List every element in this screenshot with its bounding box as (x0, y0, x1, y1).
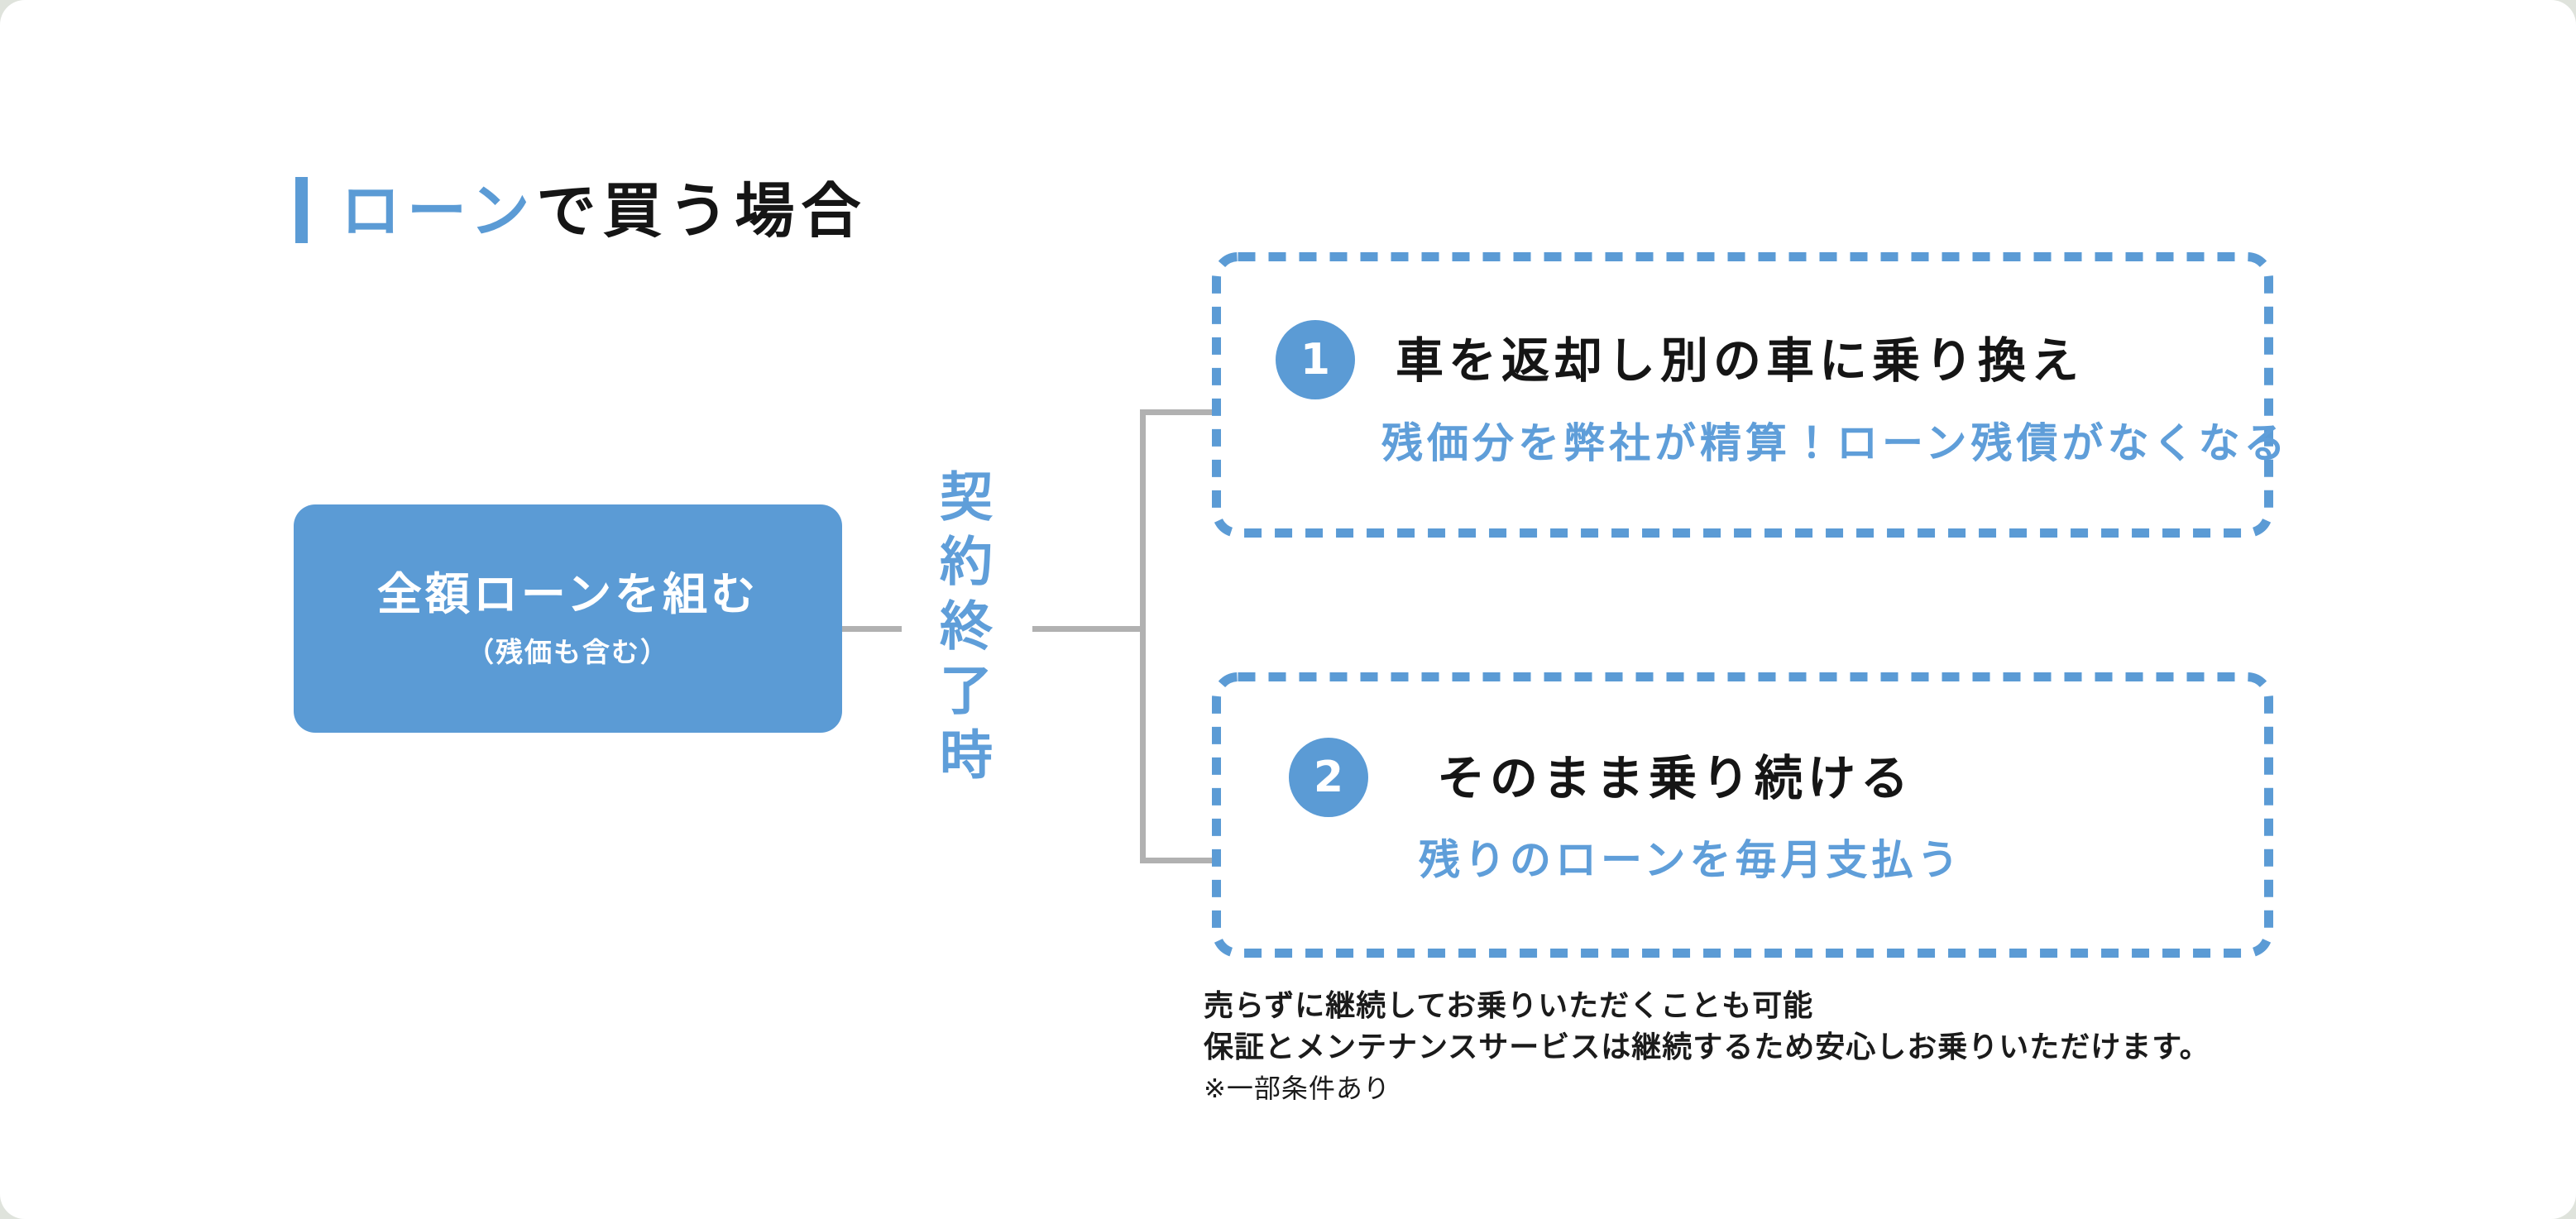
option-1-badge: 1 (1276, 320, 1355, 399)
branch-condition-label: 契約終了時 (931, 469, 992, 791)
connector-branch-bottom (1140, 858, 1212, 863)
title-highlight: ローン (341, 176, 537, 246)
footnote-line: 売らずに継続してお乗りいただくことも可能 (1204, 989, 1814, 1023)
page-title: ローンで買う場合 (341, 177, 867, 245)
option-1-heading: 車を返却し別の車に乗り換え (1396, 332, 2085, 389)
footnote-line: ※一部条件あり (1204, 1073, 1391, 1104)
connector-branch-top (1140, 409, 1212, 415)
root-node-sublabel: （残価も含む） (467, 635, 669, 668)
dashed-border (1212, 252, 2273, 538)
connector-trunk-right (1032, 626, 1146, 632)
footnotes: 売らずに継続してお乗りいただくことも可能 保証とメンテナンスサービスは継続するた… (1204, 986, 2210, 1108)
connector-trunk-left (842, 626, 902, 632)
option-box-2: 2 そのまま乗り続ける 残りのローンを毎月支払う (1212, 672, 2273, 958)
dashed-border-rect (1212, 672, 2273, 958)
option-1-description: 残価分を弊社が精算！ローン残債がなくなる (1381, 419, 2290, 467)
title-rest: で買う場合 (536, 176, 868, 246)
option-1-number: 1 (1300, 335, 1331, 385)
option-2-description: 残りのローンを毎月支払う (1419, 836, 1963, 884)
option-2-number: 2 (1313, 753, 1344, 802)
title-accent-bar (295, 177, 308, 243)
root-node-label: 全額ローンを組む (376, 567, 759, 620)
option-box-1: 1 車を返却し別の車に乗り換え 残価分を弊社が精算！ローン残債がなくなる (1212, 252, 2286, 538)
dashed-border (1212, 672, 2273, 958)
dashed-border-rect (1212, 252, 2273, 538)
option-2-badge: 2 (1289, 738, 1368, 817)
footnote-line: 保証とメンテナンスサービスは継続するため安心しお乗りいただけます。 (1204, 1030, 2210, 1064)
option-2-heading: そのまま乗り続ける (1437, 750, 1914, 806)
connector-bracket-vertical (1140, 409, 1146, 863)
root-node-full-loan: 全額ローンを組む （残価も含む） (294, 504, 842, 733)
